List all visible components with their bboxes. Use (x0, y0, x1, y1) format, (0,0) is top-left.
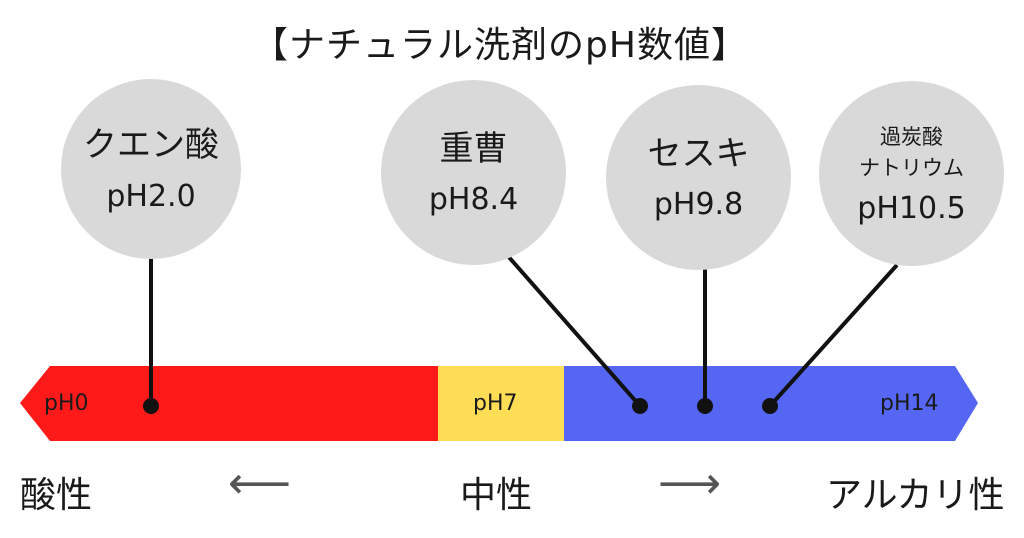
bubble-baking-soda: 重曹 pH8.4 (381, 80, 566, 265)
bubble-citric-acid: クエン酸 pH2.0 (61, 79, 241, 259)
bubble-name: クエン酸 (83, 125, 219, 166)
bubble-ph: pH10.5 (857, 190, 966, 226)
ph-marker-citric (143, 398, 159, 414)
right-arrow-icon: ⟶ (658, 458, 722, 509)
bubble-ph: pH8.4 (428, 182, 519, 218)
acid-segment (20, 366, 438, 441)
bubble-sesqui: セスキ pH9.8 (606, 85, 791, 270)
connector-line-baking-soda (505, 253, 642, 408)
label-neutral: 中性 (460, 475, 533, 516)
ph-marker-baking-soda (632, 398, 648, 414)
bubble-name-line2: ナトリウム (859, 156, 964, 180)
bubble-name-line1: 過炭酸 (880, 124, 943, 149)
bubble-ph: pH9.8 (653, 187, 744, 223)
bubble-name: セスキ (647, 133, 750, 174)
connector-line-percarbonate (768, 263, 899, 408)
label-acidic: 酸性 (20, 475, 93, 516)
scale-label-ph0: pH0 (44, 391, 89, 416)
bubble-name: 重曹 (439, 128, 508, 169)
scale-label-ph14: pH14 (880, 391, 939, 416)
ph-marker-percarbonate (762, 398, 778, 414)
ph-marker-sesqui (697, 398, 713, 414)
label-alkaline: アルカリ性 (826, 475, 1005, 516)
left-arrow-icon: ⟵ (228, 458, 292, 509)
scale-label-ph7: pH7 (473, 391, 518, 416)
neutral-segment (438, 366, 564, 441)
page-title: 【ナチュラル洗剤のpH数値】 (252, 25, 748, 66)
bubble-sodium-percarbonate: 過炭酸 ナトリウム pH10.5 (819, 81, 1004, 266)
bubble-ph: pH2.0 (106, 178, 196, 214)
